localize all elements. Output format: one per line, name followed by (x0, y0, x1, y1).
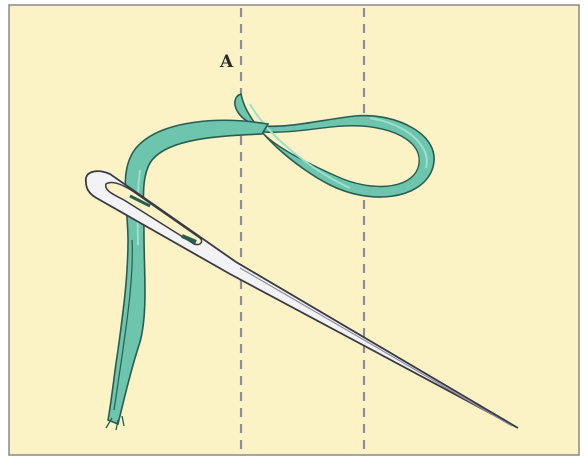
fabric-panel (9, 5, 579, 455)
point-label-a: A (220, 54, 233, 71)
